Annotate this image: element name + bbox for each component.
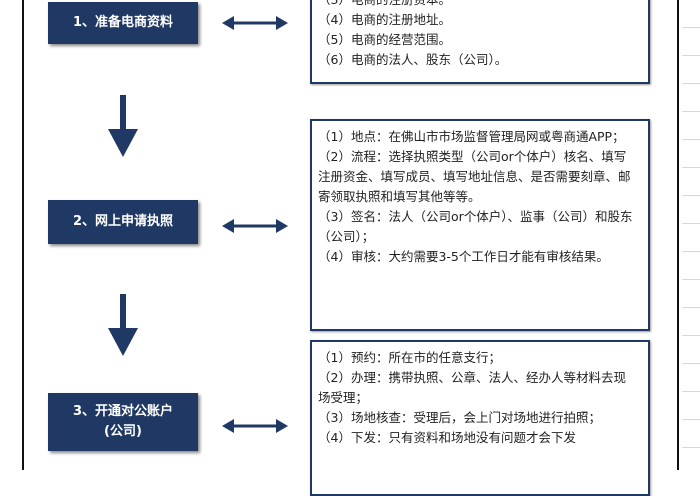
detail-line: （4）电商的注册地址。 [318, 12, 451, 27]
detail-line: （1）预约：所在市的任意支行； [318, 350, 501, 365]
right-border-line [677, 0, 679, 470]
left-border-line [22, 0, 24, 470]
spreadsheet-grid [682, 0, 700, 470]
step-1-label: 1、准备电商资料 [72, 15, 174, 30]
step-1-details: （3）电商的注册资本。 （4）电商的注册地址。 （5）电商的经营范围。 （6）电… [310, 0, 650, 84]
step-3-box: 3、开通对公账户 (公司) [48, 393, 198, 451]
double-arrow-icon [222, 16, 288, 30]
step-2-box: 2、网上申请执照 [48, 200, 198, 244]
double-arrow-icon [222, 419, 288, 433]
step-3-details: （1）预约：所在市的任意支行； （2）办理：携带执照、公章、法人、经办人等材料去… [310, 340, 650, 496]
step-1-box: 1、准备电商资料 [48, 2, 198, 44]
detail-line: （6）电商的法人、股东（公司）。 [318, 52, 508, 67]
detail-line: （5）电商的经营范围。 [318, 32, 451, 47]
step-2-label: 2、网上申请执照 [72, 214, 174, 229]
detail-line: （4）审核：大约需要3-5个工作日才能有审核结果。 [318, 249, 609, 264]
step-3-sublabel: (公司) [104, 424, 142, 439]
detail-line: （2）流程：选择执照类型（公司or个体户）核名、填写注册资金、填写成员、填写地址… [318, 149, 631, 204]
double-arrow-icon [222, 219, 288, 233]
down-arrow-icon [108, 95, 138, 157]
detail-line: （4）下发：只有资料和场地没有问题才会下发 [318, 430, 576, 445]
detail-line: （2）办理：携带执照、公章、法人、经办人等材料去现场受理； [318, 370, 626, 405]
step-3-label: 3、开通对公账户 [72, 404, 174, 419]
down-arrow-icon [108, 294, 138, 356]
detail-line: （3）电商的注册资本。 [318, 0, 638, 10]
detail-line: （3）签名：法人（公司or个体户）、监事（公司）和股东（公司）； [318, 209, 633, 244]
detail-line: （3）场地核查：受理后，会上门对场地进行拍照； [318, 410, 601, 425]
step-2-details: （1）地点：在佛山市市场监督管理局网或粤商通APP； （2）流程：选择执照类型（… [310, 119, 650, 331]
detail-line: （1）地点：在佛山市市场监督管理局网或粤商通APP； [318, 129, 625, 144]
